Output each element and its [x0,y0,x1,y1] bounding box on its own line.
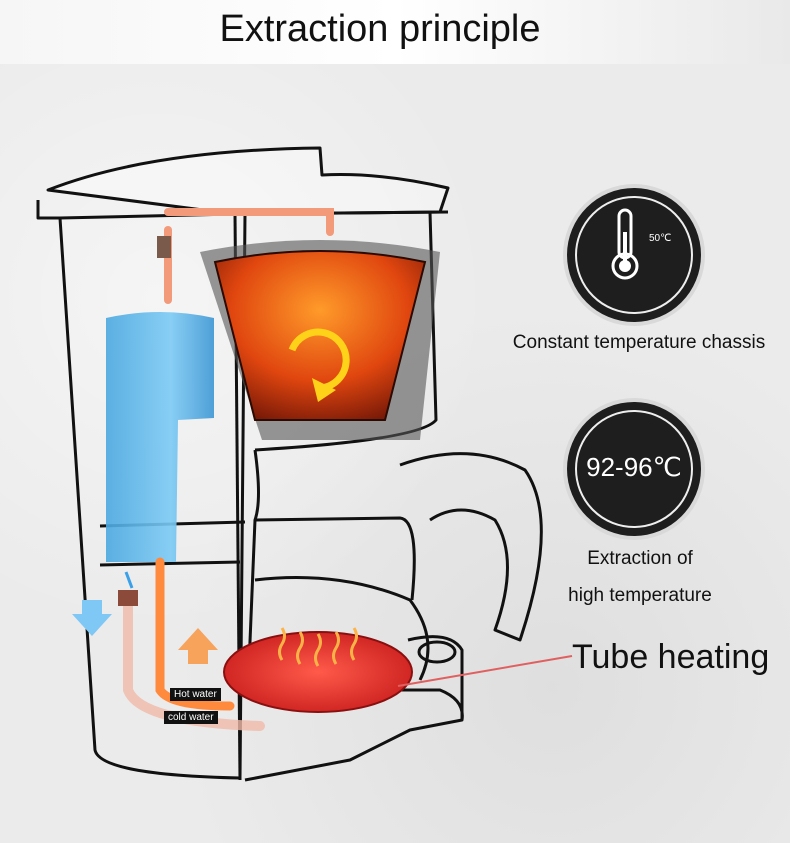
heating-plate [223,627,413,713]
badge-ring [575,196,693,314]
extraction-temp-badge: 92-96℃ [567,402,701,536]
title-bar: Extraction principle [0,0,790,64]
feature-caption-2-line-2: high temperature [568,585,712,606]
callout-line [397,655,573,687]
feature-caption-2-line-1: Extraction of [587,548,693,569]
feature-caption-1: Constant temperature chassis [512,332,766,353]
extraction-temp: 92-96℃ [586,452,682,482]
coffee-maker-illustration [36,146,573,782]
water-tank [106,312,214,562]
cold-water-label: cold water [164,711,218,724]
page-title: Extraction principle [219,8,541,50]
thermometer-icon [611,208,639,280]
water-pipes [118,208,334,731]
hot-water-label: Hot water [170,688,221,701]
badge-ring [575,410,693,528]
filter-basket [200,240,440,440]
thermometer-value: 50℃ [649,233,672,244]
tube-heating-label: Tube heating [572,638,770,676]
flow-arrows [72,571,218,664]
temperature-badge: 50℃ [567,188,701,322]
